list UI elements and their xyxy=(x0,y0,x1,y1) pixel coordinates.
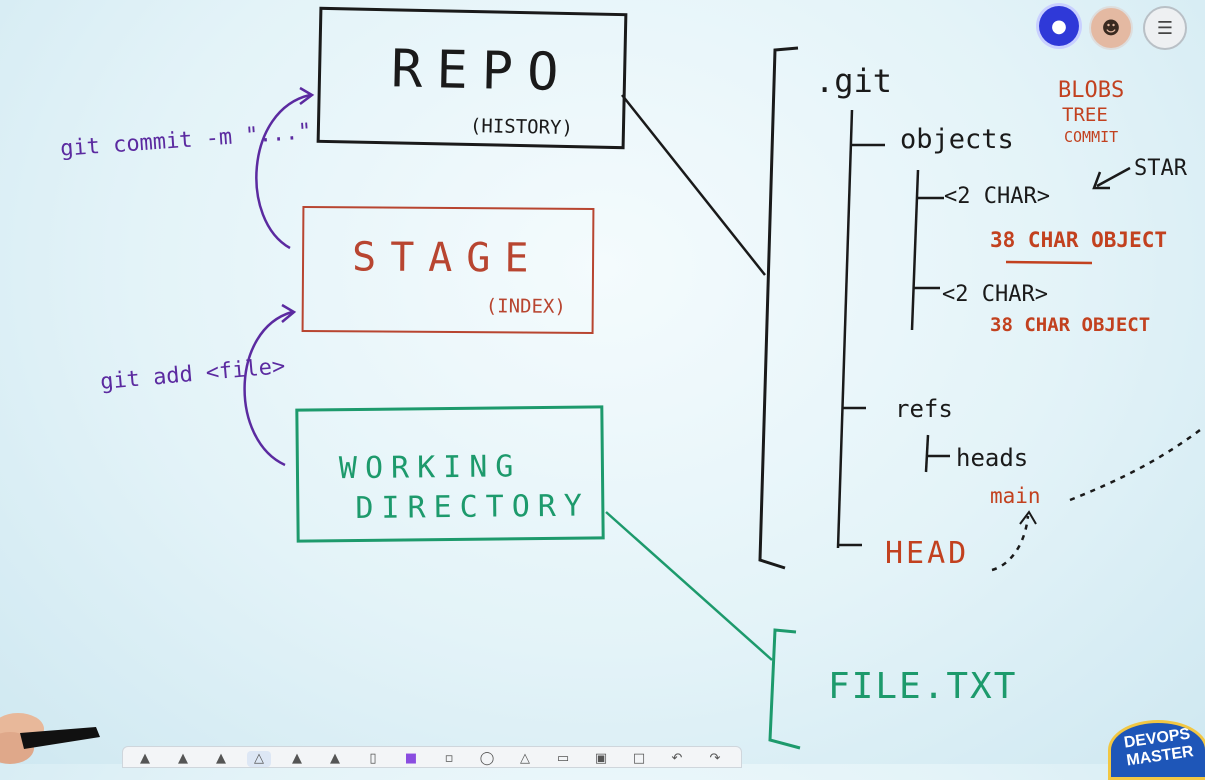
repo-connector xyxy=(621,94,766,276)
stage-box: STAGE (INDEX) xyxy=(301,205,595,335)
eraser-tool[interactable]: ▫ xyxy=(444,751,454,766)
git-bracket xyxy=(758,46,799,570)
objects-label: objects xyxy=(900,124,1014,155)
stage-arrow-note: STAR xyxy=(1134,156,1187,181)
blobs-label: BLOBS xyxy=(1058,78,1125,103)
top-right-controls: ● ☻ ☰ xyxy=(1039,6,1187,50)
add-arrow xyxy=(243,310,293,467)
whiteboard-drawing xyxy=(243,46,1201,750)
refs-label: refs xyxy=(895,395,953,423)
highlighter-tool[interactable]: ▯ xyxy=(369,751,377,766)
working-directory-line1: WORKING xyxy=(338,449,522,487)
text-tool[interactable]: □ xyxy=(632,751,646,766)
repo-title: REPO xyxy=(390,39,573,104)
tree-label: TREE xyxy=(1062,104,1108,126)
pen-tool-1[interactable]: ▲ xyxy=(140,751,150,766)
stage-title: STAGE xyxy=(351,234,543,282)
commit-type-label: COMMIT xyxy=(1064,128,1119,146)
git-folder-label: .git xyxy=(815,62,893,100)
image-tool[interactable]: ▣ xyxy=(594,751,608,766)
logo-text: DEVOPS MASTER xyxy=(1122,725,1195,770)
repo-box: REPO (HISTORY) xyxy=(316,6,628,150)
object-file-1: 38 CHAR OBJECT xyxy=(990,228,1168,252)
face-icon: ☻ xyxy=(1101,17,1121,39)
user-icon: ● xyxy=(1051,15,1067,37)
hand-with-marker xyxy=(0,713,100,764)
hamburger-menu-icon: ☰ xyxy=(1156,17,1174,39)
heads-label: heads xyxy=(956,444,1029,472)
avatar[interactable]: ☻ xyxy=(1089,6,1133,50)
pen-tool-2[interactable]: ▲ xyxy=(178,751,188,766)
redo-icon[interactable]: ↷ xyxy=(709,751,721,766)
object-dir-1: <2 CHAR> xyxy=(944,184,1050,209)
pen-tool-active[interactable]: △ xyxy=(247,751,271,767)
stage-subtitle: (INDEX) xyxy=(485,295,566,318)
object-dir-2: <2 CHAR> xyxy=(942,282,1048,307)
wd-connector xyxy=(605,511,773,661)
commit-arrow xyxy=(255,93,311,250)
object-file-2: 38 CHAR OBJECT xyxy=(990,314,1151,336)
undo-icon[interactable]: ↶ xyxy=(671,751,683,766)
color-swatch[interactable]: ■ xyxy=(404,751,418,766)
head-label: HEAD xyxy=(885,536,970,571)
channel-logo: DEVOPS MASTER xyxy=(1108,720,1205,780)
file-bracket xyxy=(768,628,801,750)
working-directory-box: WORKING DIRECTORY xyxy=(295,405,605,543)
drawing-toolbar: ▲ ▲ ▲ △ ▲ ▲ ▯ ■ ▫ ◯ △ ▭ ▣ □ ↶ ↷ xyxy=(122,746,742,768)
menu-button[interactable]: ☰ xyxy=(1143,6,1187,50)
user-button[interactable]: ● xyxy=(1039,6,1079,46)
ruler-tool[interactable]: ▭ xyxy=(556,751,570,766)
working-directory-line2: DIRECTORY xyxy=(355,488,591,526)
repo-subtitle: (HISTORY) xyxy=(469,114,574,140)
shape-tool[interactable]: △ xyxy=(520,751,530,766)
pen-tool-3[interactable]: ▲ xyxy=(216,751,226,766)
main-branch-label: main xyxy=(990,484,1041,508)
pen-tool-5[interactable]: ▲ xyxy=(330,751,340,766)
lasso-tool[interactable]: ◯ xyxy=(479,751,495,766)
file-txt-label: FILE.TXT xyxy=(828,666,1018,707)
pen-tool-4[interactable]: ▲ xyxy=(292,751,302,766)
